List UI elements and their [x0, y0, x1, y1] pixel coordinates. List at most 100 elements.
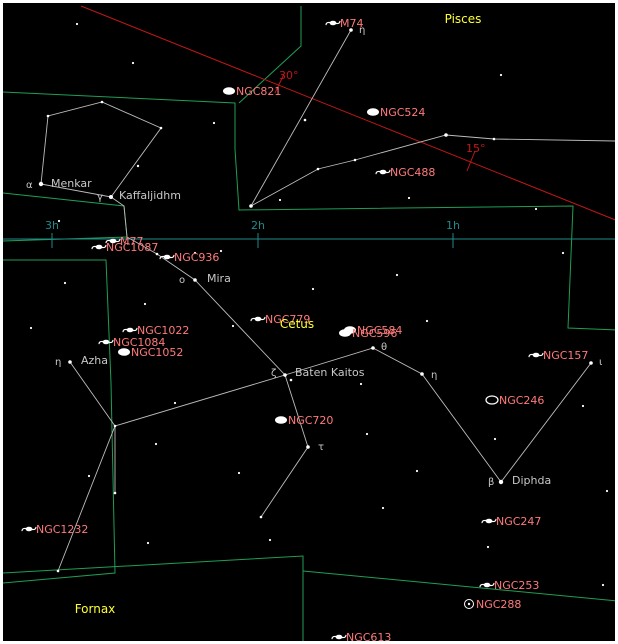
dso-ngc246[interactable]: NGC246 [485, 394, 544, 407]
star[interactable] [143, 302, 147, 306]
star[interactable] [173, 401, 177, 405]
dso-label: NGC613 [346, 631, 391, 641]
dso-m77[interactable]: M77 [105, 235, 144, 248]
boundary-line [3, 91, 615, 331]
star[interactable] [492, 137, 496, 141]
bayer-letter-label: ι [599, 357, 603, 368]
star[interactable] [303, 118, 307, 122]
dso-label: NGC936 [174, 251, 219, 264]
star[interactable] [589, 361, 593, 365]
star[interactable] [444, 133, 448, 137]
star[interactable] [605, 489, 609, 493]
star[interactable] [87, 474, 91, 478]
star[interactable] [278, 198, 282, 202]
star[interactable] [154, 442, 158, 446]
dso-ngc524[interactable]: NGC524 [367, 106, 425, 119]
star[interactable] [289, 378, 293, 382]
star[interactable] [113, 491, 117, 495]
star[interactable] [259, 515, 263, 519]
star[interactable] [371, 346, 375, 350]
star[interactable] [57, 219, 61, 223]
star-name-label: Menkar [51, 177, 92, 190]
star[interactable] [534, 207, 538, 211]
dso-m74[interactable]: M74 [325, 17, 364, 30]
star[interactable] [249, 204, 253, 208]
dso-ngc253[interactable]: NGC253 [479, 579, 539, 592]
star[interactable] [268, 538, 272, 542]
star[interactable] [498, 479, 504, 485]
dso-ngc488[interactable]: NGC488 [375, 166, 435, 179]
star[interactable] [100, 100, 104, 104]
dso-ngc1022[interactable]: NGC1022 [122, 324, 189, 337]
star[interactable] [159, 126, 163, 130]
dso-ngc157[interactable]: NGC157 [528, 349, 588, 362]
star[interactable] [109, 195, 113, 199]
star[interactable] [283, 373, 287, 377]
star[interactable] [306, 445, 310, 449]
constellation-stick-line [57, 374, 286, 572]
star[interactable] [381, 506, 385, 510]
star[interactable] [237, 471, 241, 475]
star[interactable] [56, 569, 60, 573]
spiral-galaxy-icon [250, 316, 266, 322]
star[interactable] [365, 432, 369, 436]
dso-ngc1232[interactable]: NGC1232 [21, 523, 88, 536]
star[interactable] [601, 583, 605, 587]
elliptical-galaxy-icon [223, 87, 235, 95]
star[interactable] [136, 164, 140, 168]
bayer-letter-label: η [359, 25, 365, 36]
star[interactable] [486, 545, 490, 549]
star[interactable] [68, 360, 72, 364]
spiral-galaxy-icon [98, 339, 114, 345]
star[interactable] [316, 167, 320, 171]
ra-tick-label: 3h [45, 219, 59, 232]
dso-ngc936[interactable]: NGC936 [159, 251, 219, 264]
dso-ngc596[interactable]: NGC596 [339, 327, 397, 340]
dso-ngc720[interactable]: NGC720 [275, 414, 333, 427]
star[interactable] [75, 22, 79, 26]
dso-ngc1087[interactable]: NGC1087 [91, 241, 158, 254]
star[interactable] [231, 324, 235, 328]
star[interactable] [425, 319, 429, 323]
dso-ngc1052[interactable]: NGC1052 [118, 346, 183, 359]
star[interactable] [146, 541, 150, 545]
spiral-galaxy-icon [331, 634, 347, 640]
star-name-label: Azha [81, 354, 108, 367]
bayer-letter-label: θ [381, 342, 387, 353]
star[interactable] [219, 249, 223, 253]
star[interactable] [29, 326, 33, 330]
star[interactable] [581, 404, 585, 408]
star[interactable] [359, 382, 363, 386]
star[interactable] [420, 372, 424, 376]
star[interactable] [46, 114, 50, 118]
dso-ngc821[interactable]: NGC821 [223, 85, 281, 98]
star[interactable] [155, 252, 159, 256]
dso-ngc779[interactable]: NGC779 [250, 313, 310, 326]
star[interactable] [212, 121, 216, 125]
star[interactable] [349, 28, 353, 32]
star[interactable] [193, 278, 197, 282]
star[interactable] [311, 287, 315, 291]
star[interactable] [38, 181, 44, 187]
boundary-line [3, 555, 304, 641]
dso-ngc288[interactable]: NGC288 [464, 598, 522, 611]
star[interactable] [193, 251, 197, 255]
star[interactable] [407, 196, 411, 200]
star[interactable] [493, 437, 497, 441]
star[interactable] [561, 251, 565, 255]
dso-ngc247[interactable]: NGC247 [481, 515, 541, 528]
constellation-stick-line [69, 361, 116, 427]
star[interactable] [499, 73, 503, 77]
star[interactable] [415, 469, 419, 473]
star[interactable] [113, 424, 117, 428]
dso-ngc613[interactable]: NGC613 [331, 631, 391, 641]
star[interactable] [131, 61, 135, 65]
star[interactable] [353, 158, 357, 162]
bayer-letter-label: γ [97, 192, 103, 203]
dso-ngc1084[interactable]: NGC1084 [98, 336, 165, 349]
star[interactable] [395, 273, 399, 277]
star[interactable] [63, 281, 67, 285]
